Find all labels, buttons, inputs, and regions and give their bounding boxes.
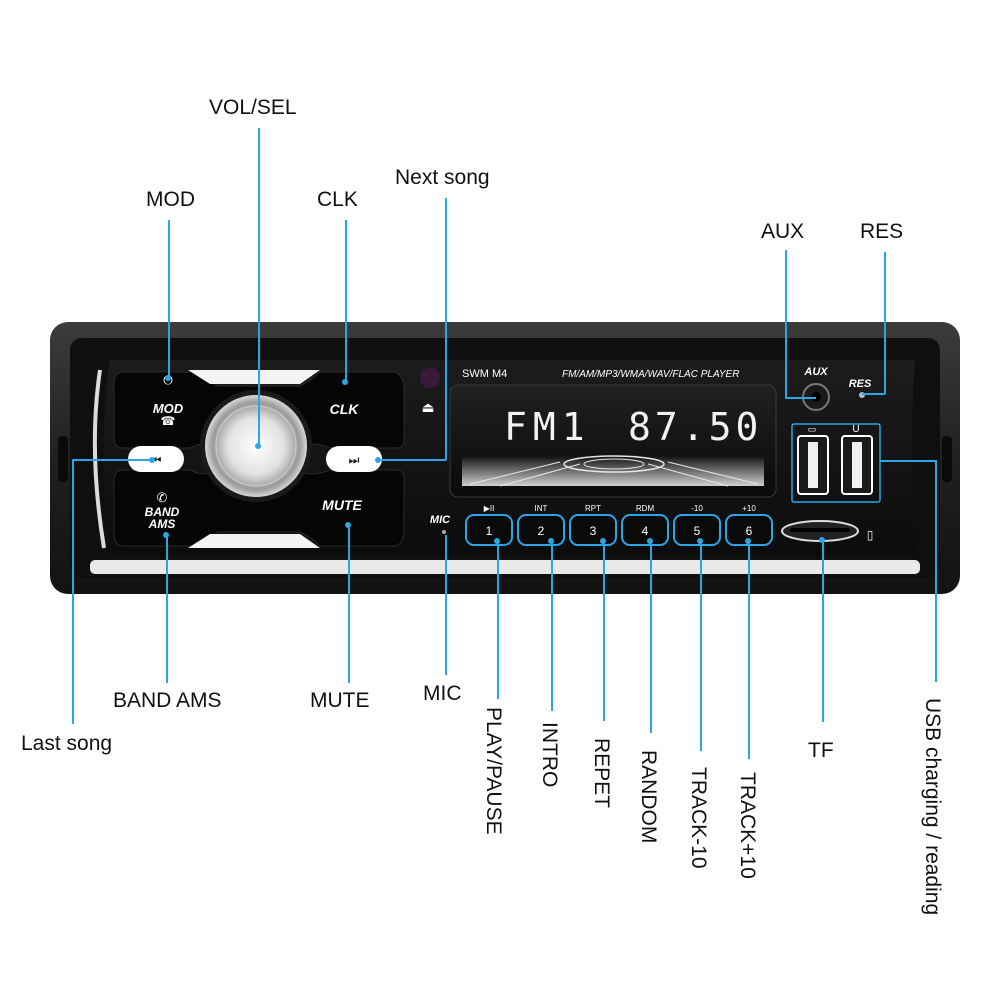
preset-top-label-6: +10	[742, 504, 756, 513]
phone-answer-icon: ✆	[157, 490, 168, 505]
usb-highlight-box	[791, 423, 881, 503]
callout-last-song: Last song	[21, 732, 113, 755]
preset-top-label-1: ▶II	[484, 504, 495, 513]
preset-top-label-3: RPT	[585, 504, 601, 513]
bottom-light-strip	[90, 560, 920, 574]
model-label: SWM M4	[462, 368, 507, 380]
callout-track-minus-10: TRACK-10	[687, 767, 710, 869]
callout-repet: REPET	[590, 738, 613, 809]
callout-track-plus-10: TRACK+10	[736, 772, 759, 879]
prev-icon: ⏮	[151, 453, 162, 467]
callout-usb: USB charging / reading	[921, 698, 944, 916]
preset-top-label-4: RDM	[636, 504, 655, 513]
preset-number-6: 6	[746, 524, 753, 538]
preset-top-label-2: INT	[535, 504, 548, 513]
phone-hangup-icon: ☎	[161, 414, 176, 428]
detach-icon: ⏏	[421, 399, 434, 415]
callout-mute: MUTE	[310, 689, 370, 712]
callout-band-ams: BAND AMS	[113, 689, 222, 712]
ir-sensor-icon	[420, 368, 440, 388]
callout-tf: TF	[808, 739, 834, 762]
lcd-band: FM1	[504, 405, 591, 449]
preset-number-5: 5	[694, 524, 701, 538]
preset-button-4[interactable]	[621, 514, 669, 546]
prev-button	[128, 446, 184, 472]
top-glow-bar	[188, 370, 320, 384]
preset-number-3: 3	[590, 524, 597, 538]
clk-button-label: CLK	[330, 401, 360, 417]
bottom-glow-bar	[188, 534, 320, 548]
callout-intro: INTRO	[538, 722, 561, 788]
preset-number-4: 4	[642, 524, 649, 538]
lcd-frequency: 87.50	[628, 405, 762, 449]
next-button	[326, 446, 382, 472]
preset-buttons: ▶II 1 INT 2 RPT 3 RDM 4 -10 5 +10 6	[465, 504, 773, 546]
callout-mic: MIC	[423, 682, 462, 705]
mute-button-label: MUTE	[322, 497, 362, 513]
preset-number-1: 1	[486, 524, 493, 538]
callout-clk: CLK	[317, 188, 358, 211]
mic-label: MIC	[430, 514, 451, 526]
battery-icon: ▭	[808, 424, 817, 434]
preset-button-3[interactable]	[569, 514, 617, 546]
formats-label: FM/AM/MP3/WMA/WAV/FLAC PLAYER	[562, 369, 739, 380]
band-button-label: BAND	[145, 505, 180, 519]
lcd-spectrum-graphic	[462, 455, 764, 487]
preset-top-label-5: -10	[691, 504, 703, 513]
ams-button-label: AMS	[148, 517, 176, 531]
mic-hole	[442, 530, 446, 534]
callout-random: RANDOM	[637, 750, 660, 844]
callout-play-pause: PLAY/PAUSE	[482, 707, 505, 835]
callout-next-song: Next song	[395, 166, 490, 189]
mod-button-label: MOD	[153, 401, 184, 416]
usb-icon: U	[852, 424, 859, 435]
callout-vol-sel: VOL/SEL	[209, 96, 297, 119]
preset-button-1[interactable]	[465, 514, 513, 546]
sd-card-icon: ▯	[867, 528, 874, 542]
callout-aux: AUX	[761, 220, 805, 243]
preset-button-5[interactable]	[673, 514, 721, 546]
preset-button-2[interactable]	[517, 514, 565, 546]
callout-mod: MOD	[146, 188, 195, 211]
next-icon: ⏭	[349, 453, 360, 467]
preset-number-2: 2	[538, 524, 545, 538]
res-label: RES	[849, 378, 872, 390]
callout-res: RES	[860, 220, 904, 243]
aux-label: AUX	[803, 366, 828, 378]
